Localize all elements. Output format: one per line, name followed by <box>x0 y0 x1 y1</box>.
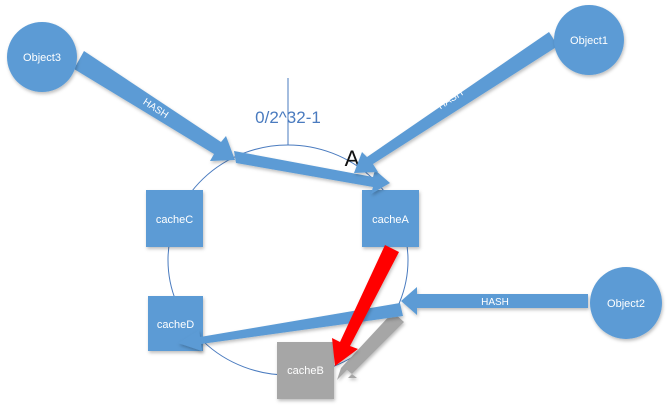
ring-to-cache-a-arrow <box>234 151 390 194</box>
object1-label: Object1 <box>570 35 608 47</box>
object1-hash-arrow <box>354 32 558 173</box>
migration-arrow-gray <box>337 312 404 380</box>
object3-hash-arrow <box>74 51 235 161</box>
remap-arrow-red <box>332 245 399 366</box>
cache-a-label: cacheA <box>372 214 409 226</box>
cache-node-c: cacheC <box>146 190 203 247</box>
object-node-2: Object2 <box>590 267 662 339</box>
object-node-1: Object1 <box>554 5 624 75</box>
object3-label: Object3 <box>23 52 61 64</box>
object2-hash-arrow <box>401 287 588 315</box>
ring-range-label: 0/2^32-1 <box>255 108 321 127</box>
cache-c-label: cacheC <box>156 214 193 226</box>
object2-label: Object2 <box>607 298 645 310</box>
cache-b-label: cacheB <box>287 365 324 377</box>
object2-hash-label: HASH <box>481 297 509 308</box>
point-a-label: A <box>345 146 360 171</box>
cache-node-b: cacheB <box>277 342 334 399</box>
ring-to-cache-d-arrow <box>178 303 403 351</box>
cache-node-a: cacheA <box>362 190 419 247</box>
object-node-3: Object3 <box>7 22 77 92</box>
cache-d-label: cacheD <box>157 319 194 331</box>
